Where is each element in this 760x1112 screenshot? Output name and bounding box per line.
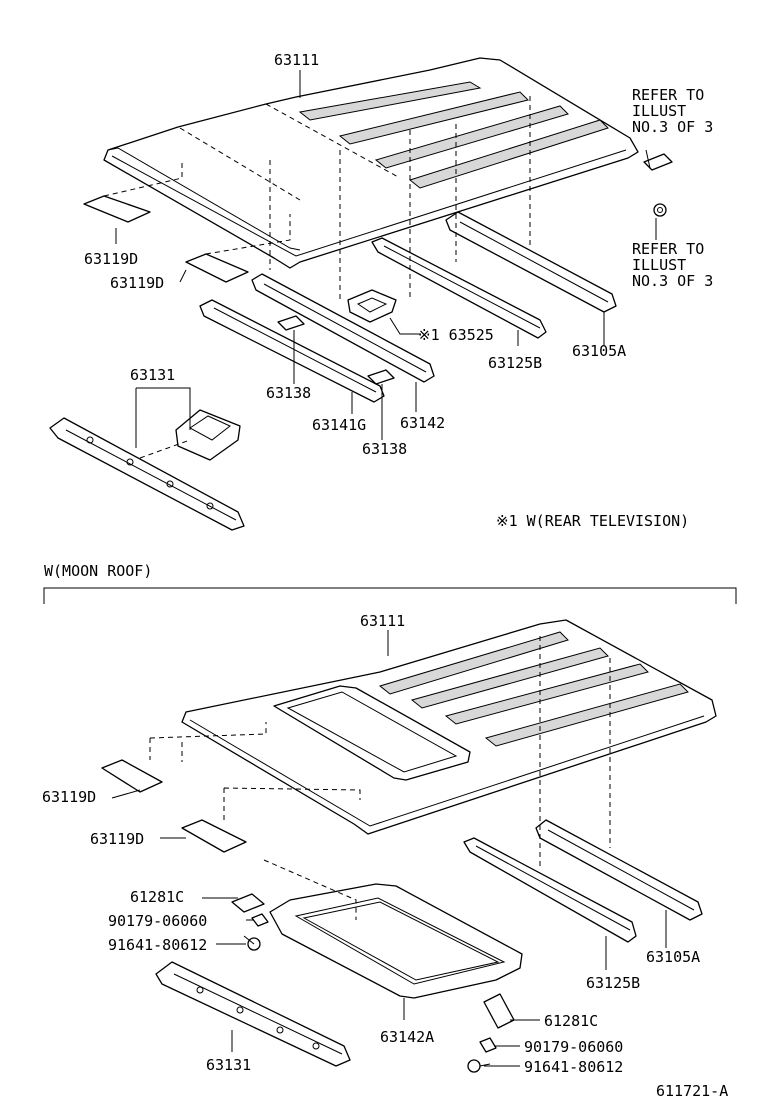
note-rear-television: ※1 W(REAR TELEVISION) [496, 512, 689, 530]
front-header-bottom[interactable] [155, 961, 351, 1067]
label-nut-left: 90179-06060 [108, 912, 207, 930]
bracket-63138-b[interactable] [367, 369, 395, 385]
nut-90179-left[interactable] [251, 913, 269, 927]
label-rail-rear-top: 63125B [488, 354, 542, 372]
roof-pad-top-mid[interactable] [185, 214, 291, 283]
bracket-61281c-right[interactable] [483, 993, 515, 1029]
sunroof-frame-63142a[interactable] [269, 883, 523, 999]
bracket-61281c-left[interactable] [231, 893, 265, 913]
roof-pad-bottom-left[interactable] [101, 722, 267, 793]
label-refer-1-line2: ILLUST [632, 102, 686, 120]
section-bracket-line [43, 587, 737, 604]
label-pad-bottom-left: 63119D [42, 788, 96, 806]
label-pad-top-left: 63119D [84, 250, 138, 268]
roof-reinforcement-63142[interactable] [251, 273, 435, 383]
label-refer-2-line2: ILLUST [632, 256, 686, 274]
roof-panel-bottom[interactable] [181, 619, 717, 835]
label-refer-2-line1: REFER TO [632, 240, 704, 258]
label-tv-bracket: ※1 63525 [418, 326, 494, 344]
label-bracket-right: 61281C [544, 1012, 598, 1030]
label-bracket-left: 61281C [130, 888, 184, 906]
label-refer-1-line1: REFER TO [632, 86, 704, 104]
section-title-moon-roof: W(MOON ROOF) [44, 562, 152, 580]
label-reinforce-a: 63141G [312, 416, 366, 434]
roof-rail-rear-bottom[interactable] [463, 837, 637, 943]
label-frame: 63142A [380, 1028, 434, 1046]
front-header-top[interactable] [49, 417, 245, 531]
label-front-header-bottom: 63131 [206, 1056, 251, 1074]
label-bolt-right: 91641-80612 [524, 1058, 623, 1076]
label-bolt-left: 91641-80612 [108, 936, 207, 954]
label-bracket-a: 63138 [266, 384, 311, 402]
diagram-number: 611721-A [656, 1082, 728, 1100]
roof-pad-bottom-mid[interactable] [181, 787, 361, 853]
label-rail-rear-bottom: 63125B [586, 974, 640, 992]
label-rail-side-top: 63105A [572, 342, 626, 360]
tv-bracket-63525[interactable] [347, 289, 397, 323]
roof-rail-side-top[interactable] [445, 211, 617, 313]
bolt-91641-right[interactable] [467, 1059, 491, 1073]
tv-mount-63131-top[interactable] [175, 409, 241, 461]
bolt-91641-left[interactable] [243, 935, 261, 951]
label-refer-1-line3: NO.3 OF 3 [632, 118, 713, 136]
label-roof-panel-bottom: 63111 [360, 612, 405, 630]
label-pad-bottom-mid: 63119D [90, 830, 144, 848]
roof-reinforcement-63141g[interactable] [199, 299, 385, 403]
label-roof-panel-top: 63111 [274, 51, 319, 69]
label-reinforce-b: 63142 [400, 414, 445, 432]
label-front-header-top: 63131 [130, 366, 175, 384]
roof-rail-side-bottom[interactable] [535, 819, 703, 921]
label-rail-side-bottom: 63105A [646, 948, 700, 966]
label-nut-right: 90179-06060 [524, 1038, 623, 1056]
roof-pad-top-left[interactable] [83, 160, 183, 223]
refer-clip-parts[interactable] [643, 153, 673, 217]
label-bracket-b: 63138 [362, 440, 407, 458]
label-refer-2-line3: NO.3 OF 3 [632, 272, 713, 290]
bracket-63138-a[interactable] [277, 315, 305, 331]
roof-panel-top[interactable] [103, 57, 639, 269]
label-pad-top-mid: 63119D [110, 274, 164, 292]
nut-90179-right[interactable] [479, 1037, 497, 1053]
